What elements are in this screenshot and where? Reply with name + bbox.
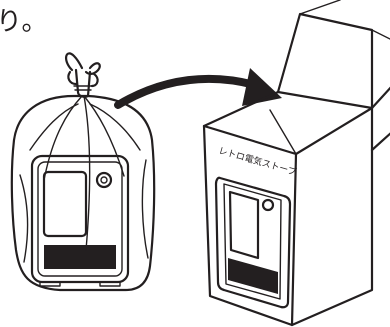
heading-fragment: り。 xyxy=(0,7,47,37)
box-flap-back-edge xyxy=(300,0,340,14)
bag-tie-tail xyxy=(92,74,98,86)
bag-crease xyxy=(90,104,140,150)
box-flap-right xyxy=(372,86,390,150)
heater-knob-center xyxy=(101,177,107,183)
heater-grille xyxy=(44,245,116,269)
box-flap-right-edge xyxy=(372,30,390,40)
bag-strand xyxy=(44,96,82,180)
arrow-shaft xyxy=(118,79,255,105)
box-heater-knob xyxy=(263,200,273,210)
bag-knot xyxy=(86,63,100,74)
bag-crease xyxy=(142,160,148,258)
box-heater-grille xyxy=(228,258,278,294)
bagged-heater xyxy=(12,53,154,290)
box-side-face xyxy=(292,108,372,325)
heater-knob xyxy=(97,173,111,187)
bag-crease xyxy=(20,175,27,262)
heater-window xyxy=(44,172,86,236)
box-top-edge xyxy=(204,92,372,126)
cardboard-box: レトロ電気ストーブ xyxy=(204,0,390,325)
box-heater-print xyxy=(216,178,290,307)
bag-tie-tail xyxy=(68,72,76,84)
box-label: レトロ電気ストーブ xyxy=(217,144,298,178)
box-heater-window xyxy=(230,192,258,258)
bag-knot xyxy=(66,53,82,70)
